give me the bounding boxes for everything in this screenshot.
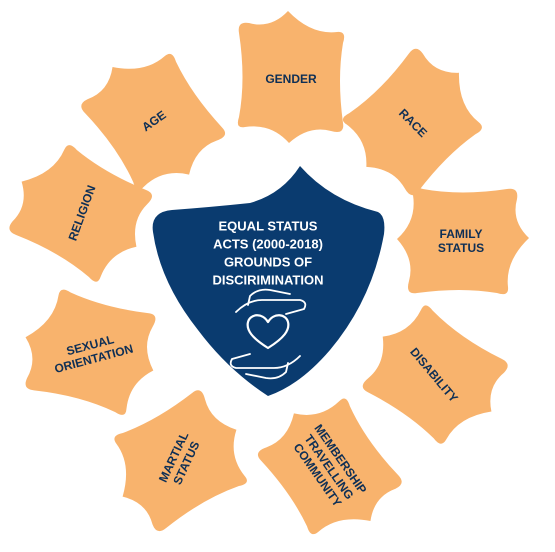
- petal-shape-religion: [9, 145, 153, 282]
- petal-shape-age: [81, 53, 226, 190]
- petal-shape-family-status: [397, 187, 529, 295]
- petal-shape-disability: [362, 305, 508, 444]
- petal-shape-martial-status: [114, 390, 247, 532]
- petal-shape-sexual-orientation: [25, 289, 156, 415]
- center-title-line: ACTS (2000-2018): [213, 237, 323, 252]
- hands-holding-heart-icon: [229, 288, 307, 380]
- center-title-line: EQUAL STATUS: [219, 219, 318, 234]
- petal-gender: GENDER: [237, 11, 345, 143]
- center-shield: EQUAL STATUS ACTS (2000-2018) GROUNDS OF DI…: [152, 166, 385, 396]
- petal-shape-gender: [237, 11, 345, 143]
- petal-shape-membership-travelling-community: [257, 398, 402, 535]
- petal-race: RACE: [342, 48, 482, 196]
- petal-label-line: GENDER: [265, 72, 317, 86]
- petal-shape-race: [342, 48, 482, 196]
- petal-label-line: STATUS: [438, 241, 484, 255]
- petal-disability: DISABILITY: [362, 305, 508, 444]
- petal-age: AGE: [81, 53, 226, 190]
- petal-label-gender: GENDER: [265, 72, 317, 86]
- petal-label-line: FAMILY: [440, 227, 483, 241]
- center-title-line: DISCIRIMINATION: [213, 273, 324, 288]
- center-title: EQUAL STATUS ACTS (2000-2018) GROUNDS OF DI…: [213, 219, 324, 288]
- center-title-line: GROUNDS OF: [224, 255, 312, 270]
- petal-religion: RELIGION: [9, 145, 153, 282]
- center-shield-shape: [152, 166, 385, 396]
